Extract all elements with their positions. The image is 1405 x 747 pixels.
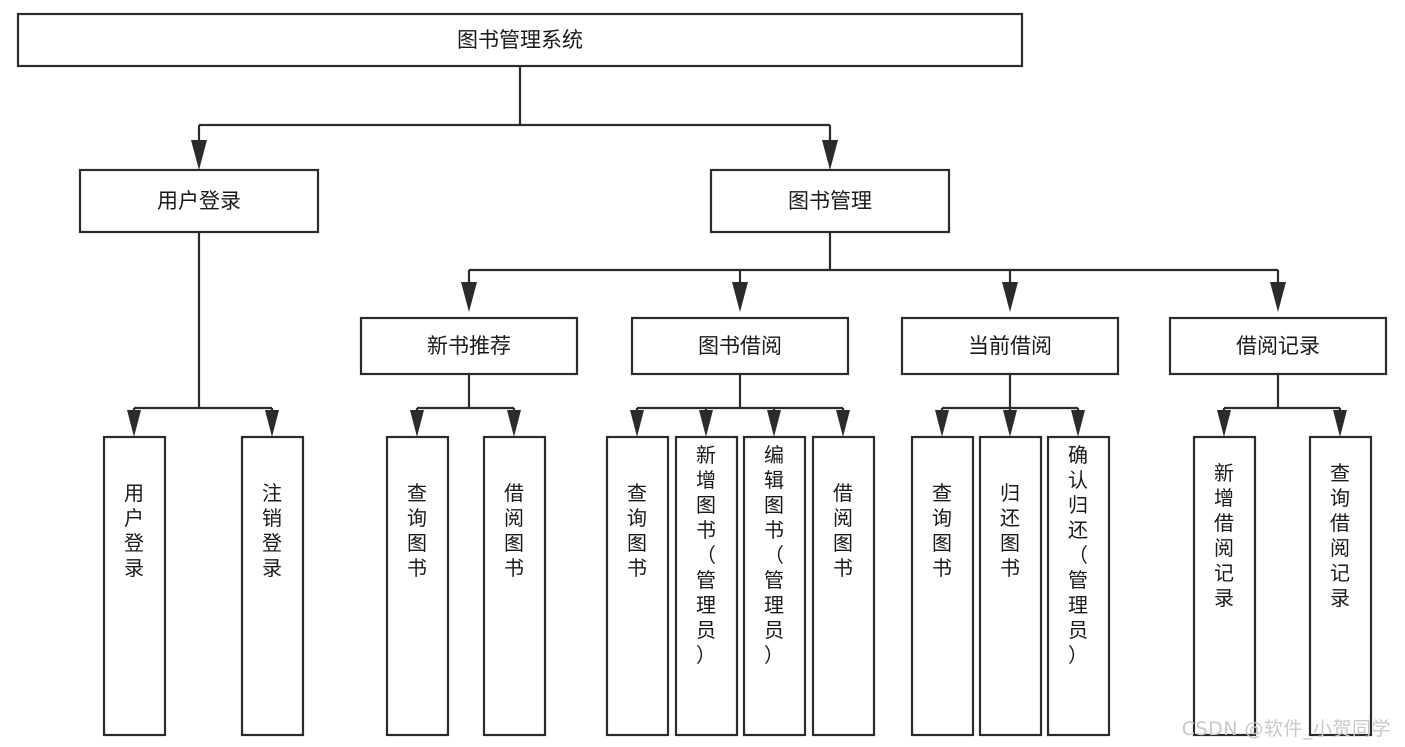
node-leaf-return-book[interactable]: 归还图书: [978, 435, 1043, 737]
connector-group-book-manage: [461, 232, 1286, 312]
arrow-to-leaf-borrow-book-2: [836, 410, 850, 437]
node-leaf-user-login-label: 用户登录: [124, 481, 144, 580]
node-leaf-query-book-1[interactable]: 查询图书: [385, 435, 450, 737]
arrow-to-leaf-confirm-return: [1071, 410, 1085, 437]
connector-group-user-login: [127, 232, 279, 437]
node-leaf-edit-book[interactable]: 编辑图书（管理员）: [742, 435, 807, 737]
node-book-manage[interactable]: 图书管理: [709, 168, 951, 234]
node-user-login-label: 用户登录: [157, 189, 241, 213]
node-leaf-edit-book-box[interactable]: [742, 435, 807, 737]
arrow-to-leaf-return-book: [1003, 410, 1017, 437]
node-book-manage-box[interactable]: [709, 168, 951, 234]
node-leaf-return-book-box[interactable]: [978, 435, 1043, 737]
node-root-label: 图书管理系统: [457, 28, 583, 52]
node-leaf-query-book-2-box[interactable]: [605, 435, 670, 737]
node-leaf-query-record[interactable]: 查询借阅记录: [1308, 435, 1373, 737]
arrow-to-leaf-query-book-2: [630, 410, 644, 437]
node-leaf-query-book-3-box[interactable]: [910, 435, 975, 737]
node-leaf-return-book-label: 归还图书: [1000, 481, 1020, 580]
node-leaf-query-book-1-box[interactable]: [385, 435, 450, 737]
node-leaf-query-book-1-label: 查询图书: [407, 481, 427, 580]
node-leaf-user-login-box[interactable]: [102, 435, 167, 737]
connector-group-current-borrow: [935, 374, 1085, 437]
arrow-to-leaf-query-book-1: [410, 410, 424, 437]
arrow-to-leaf-borrow-book-1: [507, 410, 521, 437]
connector-group-borrow-record: [1217, 374, 1347, 437]
connector-group-root: [191, 66, 838, 170]
node-new-book-recommend-box[interactable]: [359, 316, 579, 376]
node-leaf-query-record-label: 查询借阅记录: [1330, 461, 1350, 610]
node-root[interactable]: 图书管理系统: [16, 12, 1024, 68]
node-leaf-logout-login[interactable]: 注销登录: [240, 435, 305, 737]
node-leaf-user-login[interactable]: 用户登录: [102, 435, 167, 737]
node-borrow-record-label: 借阅记录: [1236, 334, 1320, 358]
arrow-to-leaf-query-record: [1333, 410, 1347, 437]
node-current-borrow-label: 当前借阅: [968, 334, 1052, 358]
node-book-manage-label: 图书管理: [788, 189, 872, 213]
node-leaf-borrow-book-1-label: 借阅图书: [504, 481, 524, 580]
arrow-to-new-book-recommend: [461, 282, 477, 312]
csdn-watermark: CSDN @软件_小贺同学: [1181, 718, 1391, 740]
node-current-borrow[interactable]: 当前借阅: [900, 316, 1120, 376]
node-new-book-recommend[interactable]: 新书推荐: [359, 316, 579, 376]
node-leaf-borrow-book-2-box[interactable]: [811, 435, 876, 737]
node-leaf-borrow-book-2-label: 借阅图书: [833, 481, 853, 580]
node-leaf-query-book-3-label: 查询图书: [932, 481, 952, 580]
arrow-to-leaf-logout-login: [265, 410, 279, 437]
arrow-to-user-login: [191, 140, 207, 170]
node-leaf-add-book[interactable]: 新增图书（管理员）: [674, 435, 739, 737]
node-leaf-logout-login-label: 注销登录: [262, 481, 282, 580]
node-user-login-box[interactable]: [78, 168, 320, 234]
node-root-box[interactable]: [16, 12, 1024, 68]
node-leaf-confirm-return-box[interactable]: [1046, 435, 1111, 737]
arrow-to-book-borrow: [732, 282, 748, 312]
node-leaf-edit-book-label: 编辑图书（管理员）: [764, 443, 784, 667]
arrow-to-leaf-edit-book: [767, 410, 781, 437]
node-leaf-query-book-2-label: 查询图书: [627, 481, 647, 580]
node-leaf-query-record-box[interactable]: [1308, 435, 1373, 737]
node-leaf-borrow-book-2[interactable]: 借阅图书: [811, 435, 876, 737]
node-leaf-query-book-3[interactable]: 查询图书: [910, 435, 975, 737]
node-borrow-record-box[interactable]: [1168, 316, 1388, 376]
node-leaf-add-record[interactable]: 新增借阅记录: [1192, 435, 1257, 737]
node-leaf-borrow-book-1[interactable]: 借阅图书: [482, 435, 547, 737]
node-book-borrow[interactable]: 图书借阅: [630, 316, 850, 376]
arrow-to-book-manage: [822, 140, 838, 170]
arrow-to-leaf-user-login: [127, 410, 141, 437]
node-leaf-query-book-2[interactable]: 查询图书: [605, 435, 670, 737]
node-leaf-add-book-label: 新增图书（管理员）: [696, 443, 716, 667]
node-user-login[interactable]: 用户登录: [78, 168, 320, 234]
node-current-borrow-box[interactable]: [900, 316, 1120, 376]
connector-group-new-book-recommend: [410, 374, 521, 437]
connector-group-book-borrow: [630, 374, 850, 437]
node-leaf-confirm-return[interactable]: 确认归还（管理员）: [1046, 435, 1111, 737]
node-new-book-recommend-label: 新书推荐: [427, 334, 511, 358]
arrow-to-borrow-record: [1270, 282, 1286, 312]
node-leaf-add-record-label: 新增借阅记录: [1214, 461, 1234, 610]
arrow-to-current-borrow: [1002, 282, 1018, 312]
node-leaf-logout-login-box[interactable]: [240, 435, 305, 737]
arrow-to-leaf-query-book-3: [935, 410, 949, 437]
node-leaf-confirm-return-label: 确认归还（管理员）: [1068, 443, 1088, 667]
node-borrow-record[interactable]: 借阅记录: [1168, 316, 1388, 376]
arrow-to-leaf-add-record: [1217, 410, 1231, 437]
arrow-to-leaf-add-book: [699, 410, 713, 437]
node-leaf-add-book-box[interactable]: [674, 435, 739, 737]
node-leaf-add-record-box[interactable]: [1192, 435, 1257, 737]
node-leaf-borrow-book-1-box[interactable]: [482, 435, 547, 737]
node-book-borrow-box[interactable]: [630, 316, 850, 376]
node-book-borrow-label: 图书借阅: [698, 334, 782, 358]
